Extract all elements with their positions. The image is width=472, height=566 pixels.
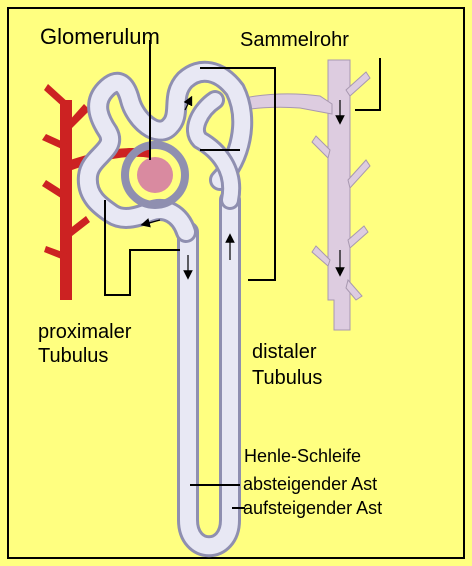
label-aufsteigender: aufsteigender Ast bbox=[243, 498, 382, 518]
label-proximaler-1: proximaler bbox=[38, 321, 132, 343]
label-henle: Henle-Schleife bbox=[244, 446, 361, 466]
label-proximaler-2: Tubulus bbox=[38, 345, 108, 367]
label-absteigender: absteigender Ast bbox=[243, 474, 377, 494]
label-distaler-2: Tubulus bbox=[252, 367, 322, 389]
label-glomerulum: Glomerulum bbox=[40, 24, 160, 49]
label-distaler-1: distaler bbox=[252, 341, 317, 363]
label-sammelrohr: Sammelrohr bbox=[240, 29, 349, 51]
